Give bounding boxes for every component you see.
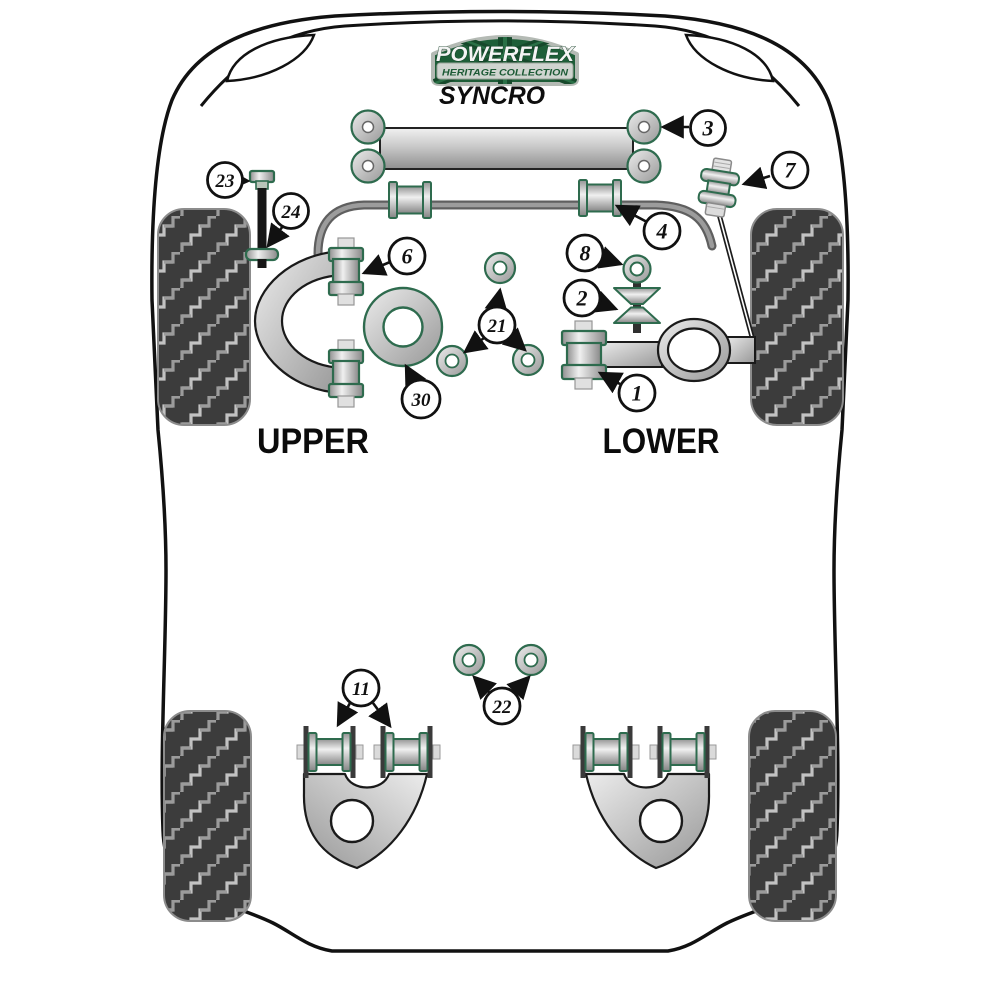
lower-control-arm bbox=[560, 317, 756, 390]
beam-bushing bbox=[626, 148, 662, 184]
steering-ring-bushing bbox=[362, 286, 444, 368]
svg-text:23: 23 bbox=[215, 171, 235, 192]
callout-2: 2 bbox=[562, 278, 619, 318]
arb-clamp-bushing bbox=[388, 181, 432, 219]
svg-text:7: 7 bbox=[785, 158, 797, 183]
anti-roll-bar bbox=[313, 200, 717, 259]
callout-11: 11 bbox=[336, 668, 392, 729]
svg-text:30: 30 bbox=[411, 390, 432, 411]
beam-bushing bbox=[626, 109, 662, 145]
washer bbox=[435, 344, 469, 378]
callout-8: 8 bbox=[565, 233, 624, 273]
washer bbox=[483, 251, 517, 285]
tire-front-right bbox=[750, 208, 844, 426]
callout-30: 30 bbox=[400, 363, 442, 420]
washer bbox=[511, 343, 545, 377]
callout-1: 1 bbox=[597, 371, 657, 413]
brand-text: POWERFLEX bbox=[436, 42, 576, 66]
svg-text:3: 3 bbox=[702, 116, 714, 141]
upper-label: UPPER bbox=[257, 422, 369, 461]
svg-text:1: 1 bbox=[632, 381, 643, 406]
arb-clamp-bushing bbox=[578, 179, 622, 217]
headlight-left bbox=[225, 33, 316, 83]
lower-arm-bushing bbox=[560, 320, 608, 390]
callout-22: 22 bbox=[472, 675, 531, 726]
collection-text: HERITAGE COLLECTION bbox=[442, 68, 569, 79]
callout-3: 3 bbox=[660, 109, 727, 147]
beam-bushing bbox=[350, 109, 386, 145]
callout-23: 23 bbox=[206, 161, 251, 199]
beam-bushing bbox=[350, 148, 386, 184]
callout-24: 24 bbox=[266, 192, 310, 249]
svg-text:8: 8 bbox=[580, 241, 591, 266]
callout-4: 4 bbox=[614, 204, 682, 251]
svg-text:22: 22 bbox=[492, 697, 513, 718]
svg-text:11: 11 bbox=[352, 679, 370, 700]
washer bbox=[514, 643, 548, 677]
control-arm-bushing bbox=[327, 237, 365, 306]
callout-21: 21 bbox=[462, 287, 527, 354]
powerflex-logo: POWERFLEX HERITAGE COLLECTION bbox=[431, 35, 579, 86]
control-arm-bushing bbox=[327, 339, 365, 408]
washer bbox=[452, 643, 486, 677]
car-body-outline bbox=[150, 9, 850, 953]
tire-rear-left bbox=[163, 710, 252, 922]
svg-text:2: 2 bbox=[576, 286, 588, 311]
shock-top-mount bbox=[697, 157, 755, 338]
svg-text:4: 4 bbox=[656, 219, 668, 244]
drop-link-assembly bbox=[613, 254, 661, 333]
svg-text:24: 24 bbox=[281, 202, 301, 223]
lower-label: LOWER bbox=[603, 422, 720, 461]
svg-text:6: 6 bbox=[402, 244, 413, 269]
callout-6: 6 bbox=[361, 236, 427, 276]
upper-control-arm bbox=[253, 237, 365, 408]
tire-rear-right bbox=[748, 710, 837, 922]
callout-7: 7 bbox=[741, 150, 810, 190]
front-beam-assembly bbox=[350, 109, 662, 184]
headlight-right bbox=[684, 33, 775, 83]
tire-front-left bbox=[157, 208, 251, 426]
svg-text:21: 21 bbox=[487, 316, 507, 337]
model-text: SYNCRO bbox=[439, 82, 546, 110]
